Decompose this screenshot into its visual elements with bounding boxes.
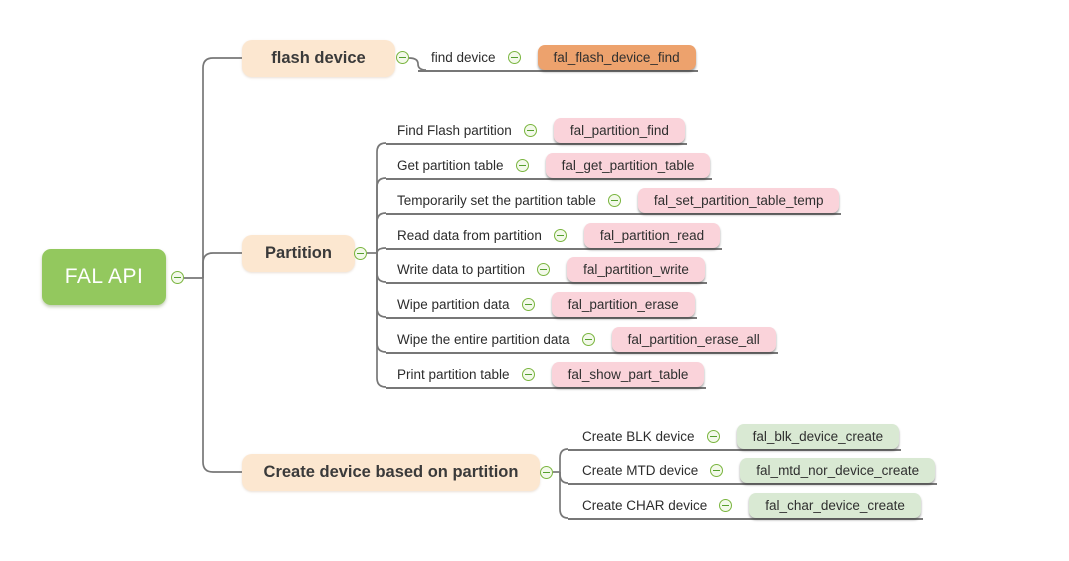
minus-glyph — [524, 303, 532, 305]
branch-node-flash-device[interactable]: flash device — [242, 40, 395, 77]
api-node[interactable]: fal_partition_find — [553, 118, 685, 143]
api-node[interactable]: fal_partition_erase_all — [611, 327, 776, 352]
collapse-icon[interactable] — [607, 193, 621, 207]
topic-row: Get partition table fal_get_partition_ta… — [386, 152, 713, 180]
api-node[interactable]: fal_char_device_create — [749, 493, 921, 518]
topic-label[interactable]: Write data to partition — [397, 261, 526, 277]
topic-label[interactable]: Temporarily set the partition table — [397, 192, 596, 208]
minus-glyph — [584, 338, 592, 340]
topic-row: Create MTD device fal_mtd_nor_device_cre… — [568, 457, 938, 485]
collapse-icon[interactable] — [521, 367, 535, 381]
collapse-icon[interactable] — [537, 262, 551, 276]
topic-row: Print partition table fal_show_part_tabl… — [386, 361, 707, 389]
minus-glyph — [540, 268, 548, 270]
minus-glyph — [543, 472, 550, 473]
api-node[interactable]: fal_set_partition_table_temp — [637, 188, 840, 213]
topic-row: find device fal_flash_device_find — [418, 44, 698, 72]
topic-row: Temporarily set the partition table fal_… — [386, 187, 842, 215]
collapse-icon[interactable] — [540, 466, 553, 479]
api-node[interactable]: fal_partition_erase — [551, 292, 695, 317]
topic-label[interactable]: Get partition table — [397, 157, 504, 173]
minus-glyph — [526, 129, 534, 131]
connector-path-group — [184, 57, 569, 519]
collapse-icon[interactable] — [523, 123, 537, 137]
collapse-icon[interactable] — [706, 429, 720, 443]
root-node-fal-api[interactable]: FAL API — [42, 249, 166, 305]
collapse-icon[interactable] — [171, 271, 184, 284]
topic-row: Create CHAR device fal_char_device_creat… — [568, 492, 923, 520]
api-node[interactable]: fal_partition_write — [567, 257, 705, 282]
minus-glyph — [709, 435, 717, 437]
topic-label[interactable]: find device — [431, 49, 496, 65]
collapse-icon[interactable] — [581, 332, 595, 346]
topic-row: Write data to partition fal_partition_wr… — [386, 256, 707, 284]
minus-glyph — [556, 234, 564, 236]
topic-label[interactable]: Wipe partition data — [397, 296, 510, 312]
topic-row: Find Flash partition fal_partition_find — [386, 117, 687, 145]
minus-glyph — [610, 199, 618, 201]
topic-row: Wipe partition data fal_partition_erase — [386, 291, 697, 319]
topic-row: Create BLK device fal_blk_device_create — [568, 423, 902, 451]
collapse-icon[interactable] — [521, 297, 535, 311]
topic-label[interactable]: Create CHAR device — [582, 497, 708, 513]
topic-label[interactable]: Print partition table — [397, 366, 510, 382]
api-node[interactable]: fal_show_part_table — [551, 362, 705, 387]
api-node[interactable]: fal_get_partition_table — [545, 153, 711, 178]
minus-glyph — [518, 164, 526, 166]
minus-glyph — [713, 469, 721, 471]
topic-label[interactable]: Create BLK device — [582, 428, 695, 444]
collapse-icon[interactable] — [515, 158, 529, 172]
minus-glyph — [399, 57, 406, 58]
topic-row: Wipe the entire partition data fal_parti… — [386, 326, 778, 354]
topic-label[interactable]: Create MTD device — [582, 462, 699, 478]
minus-glyph — [524, 373, 532, 375]
collapse-icon[interactable] — [553, 228, 567, 242]
api-node[interactable]: fal_mtd_nor_device_create — [740, 458, 936, 483]
api-node[interactable]: fal_flash_device_find — [537, 45, 696, 70]
minus-glyph — [357, 253, 364, 254]
minus-glyph — [510, 56, 518, 58]
collapse-icon[interactable] — [507, 50, 521, 64]
branch-node-create-device[interactable]: Create device based on partition — [242, 454, 540, 491]
topic-label[interactable]: Wipe the entire partition data — [397, 331, 570, 347]
topic-label[interactable]: Find Flash partition — [397, 122, 512, 138]
collapse-icon[interactable] — [396, 51, 409, 64]
topic-row: Read data from partition fal_partition_r… — [386, 222, 723, 250]
api-node[interactable]: fal_blk_device_create — [736, 424, 900, 449]
topic-label[interactable]: Read data from partition — [397, 227, 542, 243]
api-node[interactable]: fal_partition_read — [583, 223, 721, 248]
minus-glyph — [174, 277, 181, 278]
branch-node-partition[interactable]: Partition — [242, 235, 355, 272]
collapse-icon[interactable] — [710, 463, 724, 477]
collapse-icon[interactable] — [354, 247, 367, 260]
minus-glyph — [722, 504, 730, 506]
collapse-icon[interactable] — [719, 498, 733, 512]
